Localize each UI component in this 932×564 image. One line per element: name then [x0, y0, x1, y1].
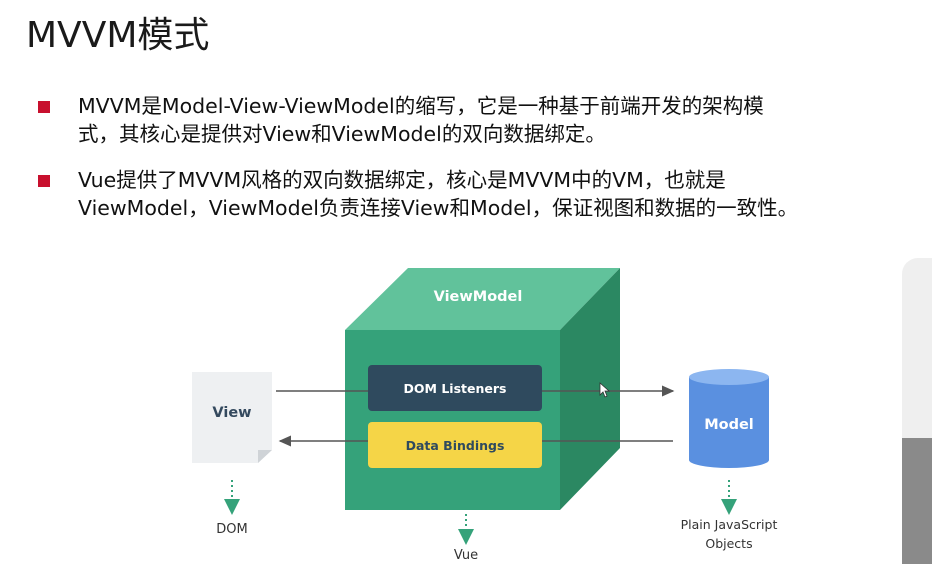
cube-top-face [345, 268, 620, 330]
mouse-cursor-icon [599, 382, 611, 398]
view-label: View [212, 405, 251, 421]
bullet-text: Vue提供了MVVM风格的双向数据绑定，核心是MVVM中的VM，也就是 View… [78, 168, 799, 220]
dom-listeners-box: DOM Listeners [368, 365, 542, 411]
data-bindings-label: Data Bindings [406, 438, 505, 453]
bullet-square-icon [38, 101, 50, 113]
viewmodel-cube: ViewModel [345, 268, 620, 510]
viewmodel-label: ViewModel [434, 289, 523, 305]
slide-title: MVVM模式 [26, 15, 210, 56]
cube-front-face [345, 330, 560, 510]
bullet-square-icon [38, 175, 50, 187]
view-document-icon: View [192, 372, 272, 463]
cube-side-face [560, 268, 620, 510]
plain-js-label-line1: Plain JavaScript [681, 517, 778, 532]
plain-js-label-line2: Objects [705, 536, 752, 551]
model-cylinder-icon: Model [689, 369, 769, 468]
model-label: Model [704, 417, 754, 433]
bullet-list: MVVM是Model-View-ViewModel的缩写，它是一种基于前端开发的… [38, 92, 932, 240]
dom-listeners-label: DOM Listeners [404, 381, 507, 396]
vue-label: Vue [454, 548, 478, 563]
dom-label: DOM [216, 522, 247, 537]
side-panel-decoration [902, 258, 932, 438]
bullet-text: MVVM是Model-View-ViewModel的缩写，它是一种基于前端开发的… [78, 94, 764, 146]
mvvm-diagram: ViewModel DOM Listeners Data Bindings Vi… [192, 268, 778, 563]
data-bindings-box: Data Bindings [368, 422, 542, 468]
bullet-item: Vue提供了MVVM风格的双向数据绑定，核心是MVVM中的VM，也就是 View… [38, 166, 932, 222]
bullet-item: MVVM是Model-View-ViewModel的缩写，它是一种基于前端开发的… [38, 92, 932, 148]
side-panel-shadow [902, 438, 932, 564]
